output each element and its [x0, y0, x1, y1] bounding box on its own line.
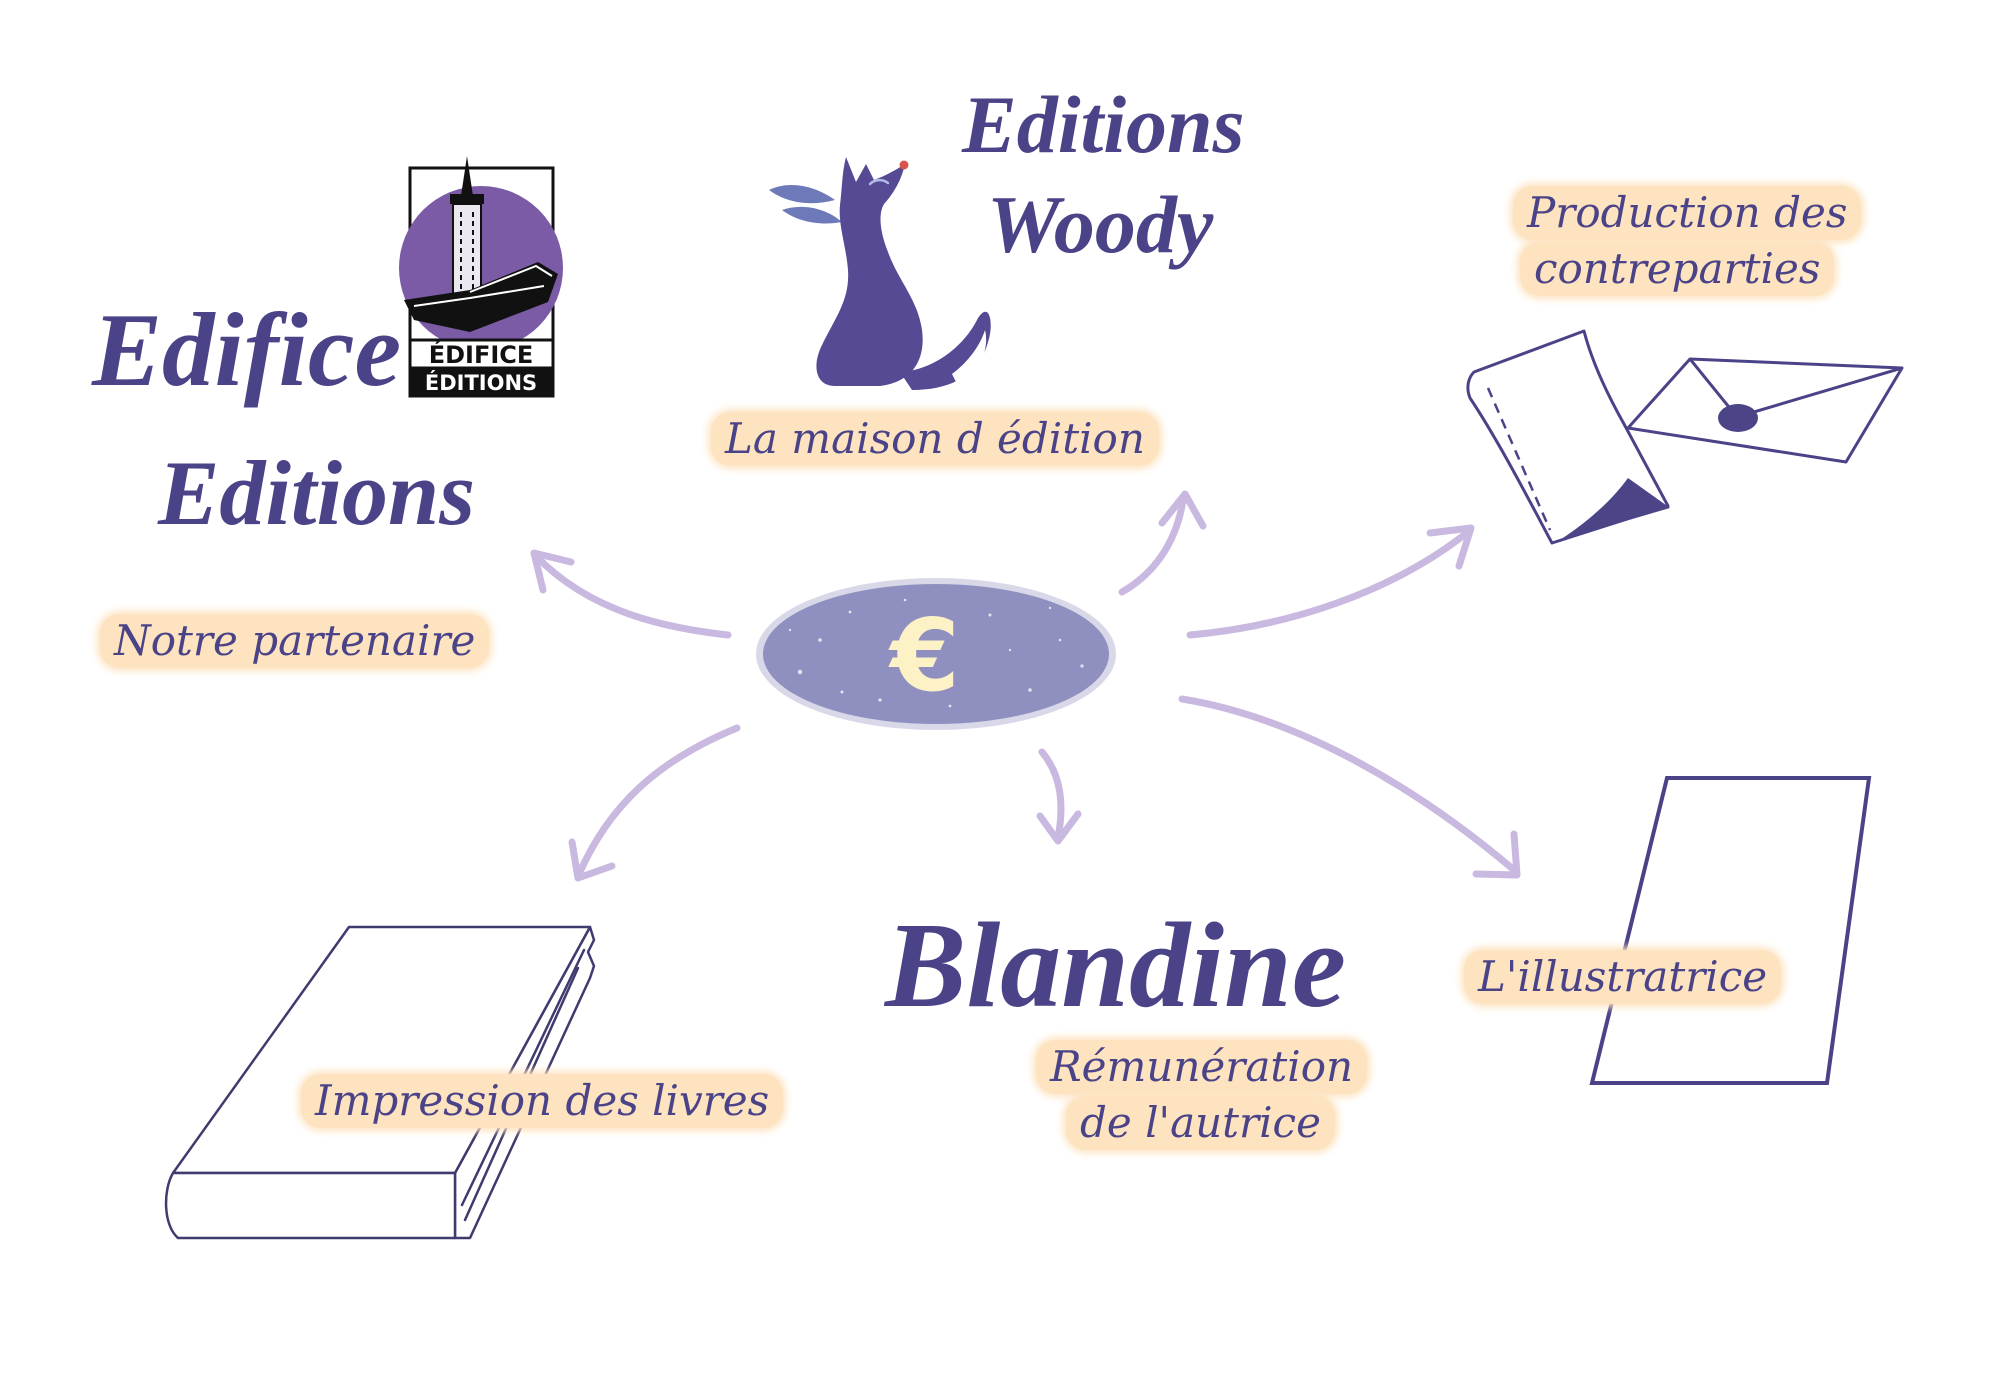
fox-feather [782, 206, 842, 224]
sparkle [840, 690, 844, 694]
arrow-shaft [1178, 695, 1518, 874]
partner-title-line1: Edifice [92, 291, 402, 408]
logo-text-line2: ÉDITIONS [425, 370, 537, 395]
envelope [1626, 357, 1904, 464]
sparkle [878, 698, 882, 702]
arrow-head [568, 838, 616, 882]
arrow-to-printing [568, 724, 741, 882]
sparkle [848, 610, 852, 614]
book-cover-front [164, 1171, 457, 1240]
fox-nose [899, 160, 909, 170]
sparkle [818, 638, 822, 642]
author-name: Blandine [885, 898, 1347, 1033]
tower-cap [450, 194, 484, 204]
sparkle [988, 613, 992, 617]
sparkle [1008, 648, 1012, 652]
publisher-title-line2: Woody [987, 179, 1214, 270]
arrow-to-illustrator [1178, 695, 1521, 879]
sparkle [1028, 688, 1032, 692]
arrow-to-rewards [1186, 524, 1475, 639]
sparkle [1080, 664, 1084, 668]
arrow-head [1426, 524, 1475, 570]
letter-fold [1560, 478, 1670, 540]
arrow-shaft [1118, 496, 1187, 596]
arrow-shaft [1038, 748, 1065, 842]
arrow-head [1472, 830, 1521, 879]
fox-feather [769, 185, 835, 204]
envelope-seal [1718, 404, 1758, 432]
author-label-line1: Rémunération [1036, 1040, 1368, 1094]
illustrator-label: L'illustratrice [1464, 950, 1782, 1004]
edifice-logo: ÉDIFICE ÉDITIONS [399, 156, 563, 398]
arrow-head [1036, 810, 1082, 845]
logo-text-line1: ÉDIFICE [429, 340, 534, 369]
arrow-shaft [532, 552, 732, 639]
euro-center-node: € [756, 578, 1116, 730]
arrow-shaft [576, 724, 741, 876]
arrow-to-publisher [1118, 490, 1207, 596]
fox-chest [886, 212, 914, 280]
arrow-head [1158, 490, 1207, 530]
letter-and-envelope-icon [1466, 329, 1904, 545]
sparkle [948, 704, 952, 708]
arrow-shaft [1186, 528, 1472, 639]
sparkle [788, 628, 792, 632]
tower-spire [461, 156, 473, 196]
arrow-head [530, 549, 575, 594]
sparkle [797, 669, 803, 675]
rewards-label-line1: Production des [1513, 186, 1862, 240]
logo-book-page [469, 264, 553, 293]
sparkle [903, 598, 907, 602]
printing-label: Impression des livres [301, 1074, 784, 1128]
publisher-title-line1: Editions [962, 79, 1245, 170]
euro-blob [763, 584, 1109, 724]
logo-band-bottom [410, 368, 553, 396]
blank-sheet-icon [1589, 776, 1872, 1085]
euro-icon: € [888, 597, 960, 714]
sparkle [1048, 606, 1052, 610]
fox-tail-tip [952, 330, 987, 386]
arrow-to-author [1036, 748, 1082, 845]
fox-body [816, 157, 923, 386]
partner-title-line2: Editions [158, 442, 476, 544]
arrow-to-partner [530, 549, 732, 639]
partner-label: Notre partenaire [100, 614, 490, 668]
fox-eye [868, 178, 890, 186]
letter-perforation [1486, 387, 1552, 531]
publisher-label: La maison d édition [711, 412, 1159, 466]
logo-book-page [413, 285, 545, 307]
sparkle [1058, 638, 1062, 642]
rewards-label-line2: contreparties [1520, 242, 1835, 296]
letter-sheet [1466, 329, 1670, 545]
author-label-line2: de l'autrice [1066, 1096, 1335, 1150]
fox-mascot-icon [769, 157, 991, 390]
